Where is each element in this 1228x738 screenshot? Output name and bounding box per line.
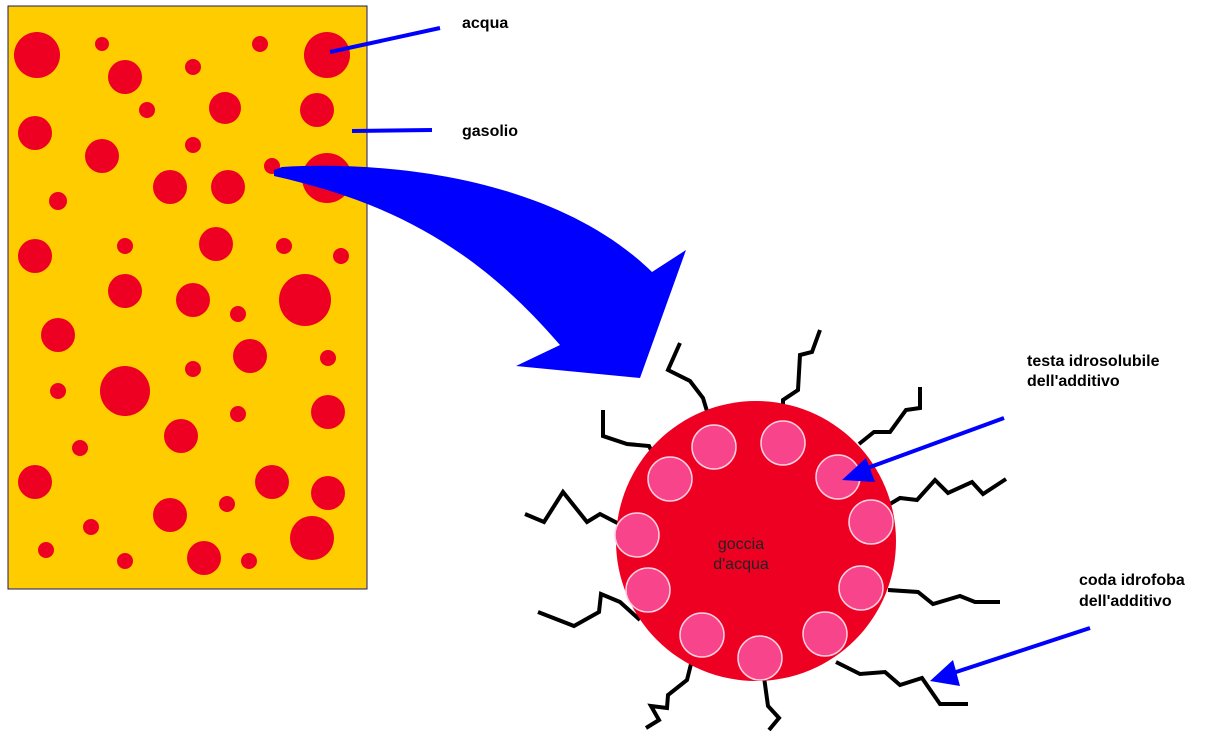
head-label-line2: dell'additivo (1027, 373, 1120, 390)
water-droplet-small (230, 306, 246, 322)
water-droplet-small (219, 496, 235, 512)
water-droplet-small (38, 542, 54, 558)
water-droplet-small (304, 32, 350, 78)
surfactant-tail (538, 594, 640, 626)
water-droplet-small (153, 498, 187, 532)
water-droplet-small (276, 238, 292, 254)
droplet-label-line2: d'acqua (713, 556, 769, 573)
head-pointer-line (862, 418, 1004, 470)
water-droplet-small (233, 339, 267, 373)
surfactant-head (648, 457, 692, 501)
water-droplet-small (100, 366, 150, 416)
water-droplet-small (311, 395, 345, 429)
surfactant-head (839, 566, 883, 610)
water-droplet-small (18, 116, 52, 150)
surfactant-head (849, 500, 893, 544)
water-droplet-small (311, 476, 345, 510)
water-droplet-small (72, 440, 88, 456)
water-droplet-small (320, 350, 336, 366)
water-droplet-small (300, 93, 334, 127)
diesel-label: gasolio (462, 123, 518, 140)
water-droplet-small (117, 238, 133, 254)
water-droplet-small (41, 318, 75, 352)
water-droplet-small (185, 137, 201, 153)
water-droplet-small (83, 519, 99, 535)
water-droplet-small (95, 37, 109, 51)
water-droplet-small (279, 274, 331, 326)
water-droplet-small (14, 32, 60, 78)
water-droplet-small (255, 465, 289, 499)
water-droplet-small (108, 60, 142, 94)
water-droplet-small (50, 383, 66, 399)
surfactant-tail (646, 656, 693, 728)
water-droplet-small (187, 541, 221, 575)
tail-label-line2: dell'additivo (1079, 593, 1172, 610)
droplet-label-line1: goccia (718, 536, 764, 553)
surfactant-tail (880, 479, 1006, 510)
surfactant-tail (859, 387, 920, 444)
water-droplet-small (108, 274, 142, 308)
tail-pointer-arrowhead (930, 660, 960, 686)
water-droplet-small (333, 248, 349, 264)
water-droplet-small (49, 192, 67, 210)
surfactant-head (692, 425, 736, 469)
surfactant-head (761, 421, 805, 465)
tail-label-line1: coda idrofoba (1079, 572, 1185, 589)
water-droplet-small (185, 361, 201, 377)
surfactant-head (615, 513, 659, 557)
water-droplet-small (230, 406, 246, 422)
surfactant-head (626, 568, 670, 612)
water-droplet-small (85, 139, 119, 173)
surfactant-head (680, 613, 724, 657)
diesel-pointer-line (352, 130, 432, 131)
water-droplet-small (199, 227, 233, 261)
water-droplet-small (139, 102, 155, 118)
water-droplet-small (252, 36, 268, 52)
water-droplet-small (117, 553, 133, 569)
head-label-line1: testa idrosolubile (1027, 353, 1160, 370)
surfactant-tail (764, 677, 779, 730)
water-droplet-small (18, 465, 52, 499)
surfactant-head (738, 636, 782, 680)
surfactant-tail (525, 492, 627, 528)
surfactant-tail (888, 590, 1000, 604)
water-droplet-small (241, 553, 257, 569)
tail-pointer-line (950, 628, 1090, 674)
water-droplet-small (153, 170, 187, 204)
water-droplet-small (164, 419, 198, 453)
water-droplet-small (176, 283, 210, 317)
water-droplet-small (18, 239, 52, 273)
water-droplet-small (211, 170, 245, 204)
surfactant-head (803, 612, 847, 656)
water-label: acqua (462, 15, 508, 32)
water-droplet-small (290, 516, 334, 560)
water-droplet-small (209, 92, 241, 124)
water-droplet-small (185, 59, 201, 75)
